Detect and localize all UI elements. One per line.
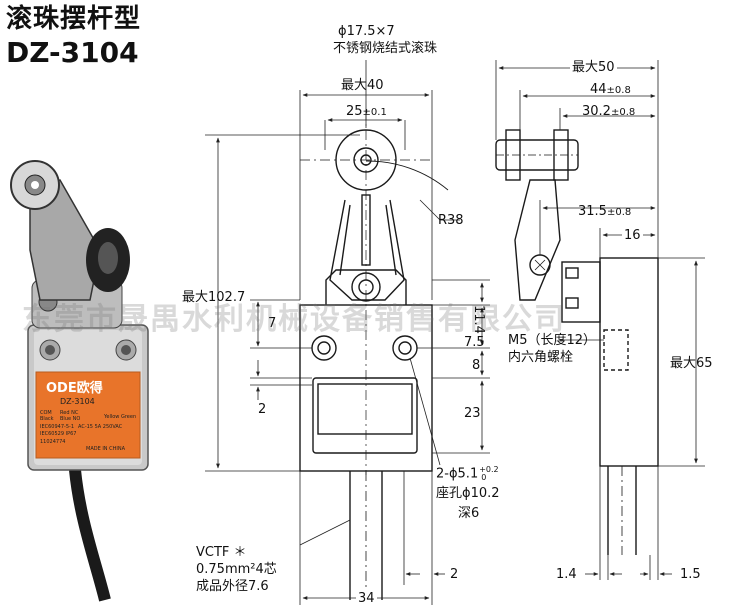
dim-34-label: 34 — [356, 591, 377, 606]
title-name: 滚珠摆杆型 — [6, 4, 142, 34]
roller-spec-label: ϕ17.5×7 — [338, 24, 395, 39]
dim-23-label: 23 — [464, 406, 481, 421]
dim-44-label: 44±0.8 — [590, 82, 631, 98]
depth-label: 深6 — [458, 506, 480, 521]
screw-spec-label: M5（长度12） — [508, 333, 597, 348]
front-view — [299, 110, 449, 600]
side-dimensions — [495, 60, 705, 580]
dim-16-label: 16 — [622, 228, 643, 243]
cable-spec-label: 0.75mm²4芯 — [196, 562, 277, 577]
dim-31-5-value: 31.5 — [578, 204, 607, 219]
roller-pitch-value: 25 — [346, 104, 363, 119]
dim-7-5-label: 7.5 — [464, 335, 485, 350]
dim-30-2-value: 30.2 — [582, 104, 611, 119]
photo-wire-yellow: Yellow Green — [103, 414, 136, 420]
dim-8-label: 8 — [472, 358, 481, 373]
dim-44-tol: ±0.8 — [606, 85, 631, 96]
counterbore-label: 座孔ϕ10.2 — [436, 486, 500, 501]
dim-31-5-label: 31.5±0.8 — [578, 204, 631, 220]
side-view — [495, 129, 659, 555]
dim-31-5-tol: ±0.8 — [606, 207, 632, 218]
photo-label-serial: 11024774 — [40, 439, 65, 445]
title-model: DZ-3104 — [6, 36, 139, 69]
photo-brand: ODE欧得 — [46, 380, 103, 396]
photo-label-iec2: IEC60529 IP67 — [40, 431, 76, 437]
max-height-label: 最大102.7 — [182, 290, 246, 305]
hole-spec-value: 2-ϕ5.1 — [436, 466, 479, 482]
dim-30-2-label: 30.2±0.8 — [582, 104, 635, 120]
max-50-label: 最大50 — [570, 60, 617, 75]
hole-tol-lower: 0 — [481, 473, 487, 482]
cable-type-label: VCTF ＊ — [196, 545, 247, 560]
dim-30-2-tol: ±0.8 — [610, 107, 636, 118]
photo-origin: MADE IN CHINA — [86, 446, 126, 452]
photo-label-iec1: IEC60947-5-1 — [40, 424, 74, 430]
photo-wire-blue: Blue NO — [60, 416, 80, 422]
roller-pitch-label: 25±0.1 — [346, 104, 387, 120]
screw-desc-label: 内六角螺栓 — [508, 350, 574, 365]
dim-7-label: 7 — [268, 316, 277, 331]
dim-44-value: 44 — [590, 82, 607, 97]
photo-wire-red: Red NC — [60, 410, 79, 416]
photo-rating: AC-15 5A 250VAC — [78, 424, 123, 430]
roller-material-label: 不锈钢烧结式滚珠 — [333, 41, 438, 56]
photo-label-black: Black — [40, 416, 54, 422]
max-width-label: 最大40 — [341, 78, 384, 93]
max-65-label: 最大65 — [670, 356, 713, 371]
hole-tol-upper: +0.2 — [479, 465, 499, 474]
dim-1-4-label: 1.4 — [556, 567, 577, 582]
photo-model: DZ-3104 — [60, 397, 95, 406]
title-block: 滚珠摆杆型 DZ-3104 — [6, 2, 141, 70]
dim-1-5-label: 1.5 — [680, 567, 701, 582]
radius-label: R38 — [438, 213, 464, 228]
dim-2-left-label: 2 — [258, 402, 267, 417]
photo-label-com: COM — [40, 410, 52, 416]
product-photo: ODE欧得 DZ-3104 COM Black Red NC Blue NO Y… — [10, 160, 149, 602]
dim-11-4-label: 11.4 — [471, 305, 486, 334]
front-dimensions — [205, 60, 490, 605]
cable-od-label: 成品外径7.6 — [196, 579, 269, 594]
dim-2-bottom-label: 2 — [450, 567, 459, 582]
roller-pitch-tol: ±0.1 — [362, 107, 387, 118]
